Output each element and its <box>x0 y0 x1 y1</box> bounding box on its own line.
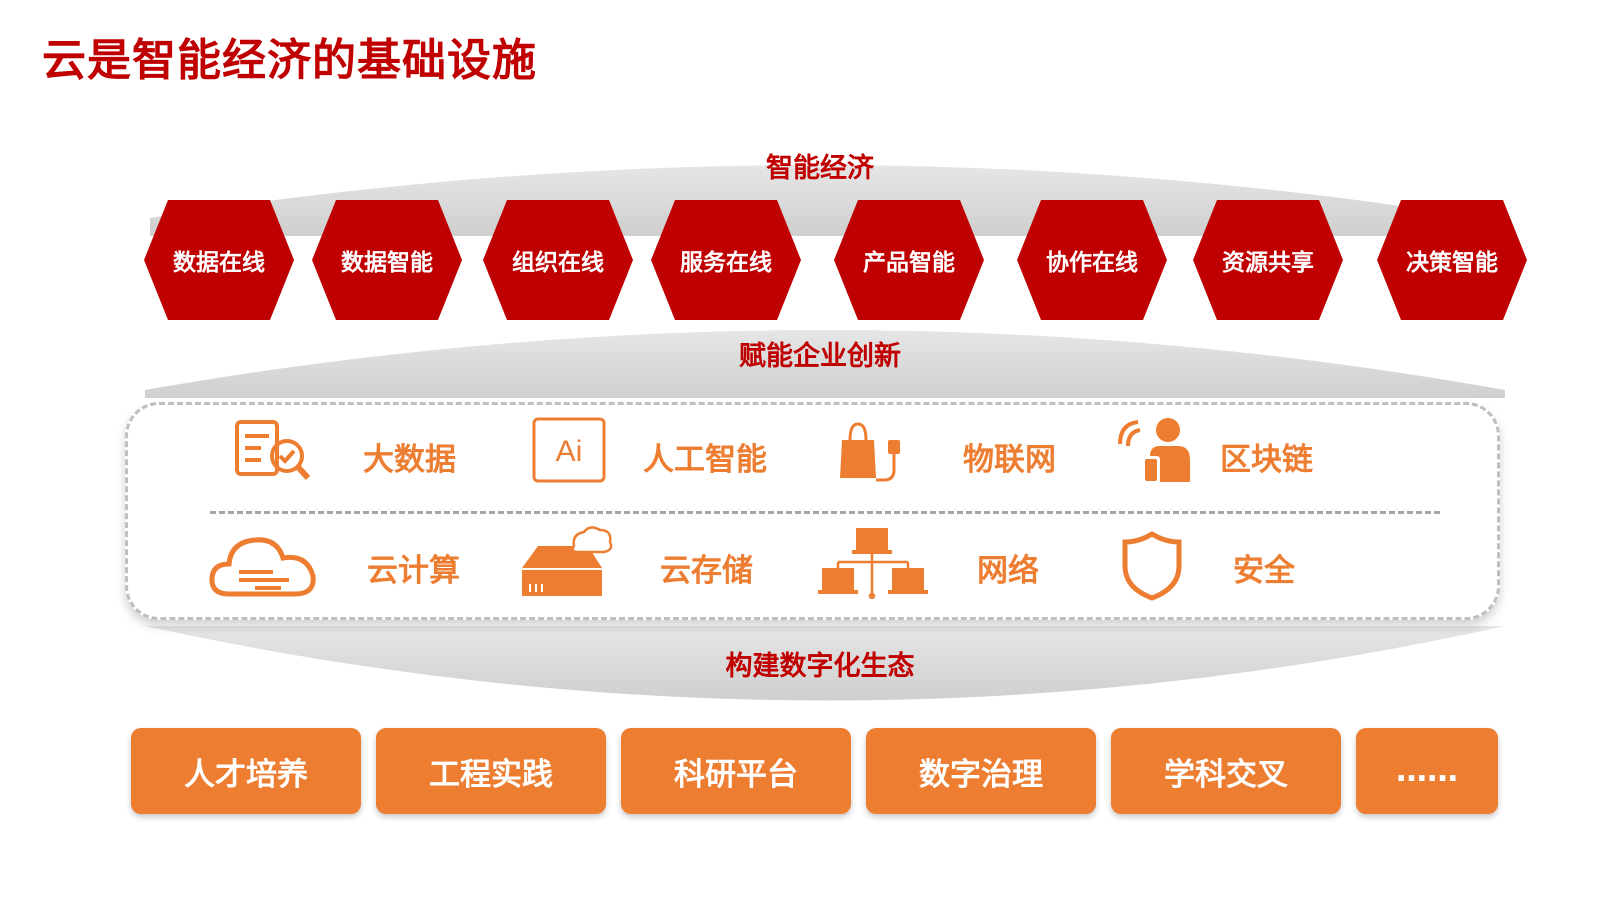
iot-icon <box>840 422 900 482</box>
hex-item-3: 组织在线 <box>483 200 633 320</box>
cloud-computing-icon <box>209 537 316 597</box>
svg-text:Ai: Ai <box>556 435 583 468</box>
middle-band <box>145 330 1505 398</box>
layer-label-enterprise-innovation: 赋能企业创新 <box>739 341 901 372</box>
tech-label-ai: 人工智能 <box>643 442 767 478</box>
blockchain-icon <box>1118 418 1190 484</box>
network-icon <box>818 528 928 600</box>
hex-item-1: 数据在线 <box>144 200 294 320</box>
hex-item-4: 服务在线 <box>651 200 801 320</box>
eco-item-research: 科研平台 <box>621 728 851 814</box>
hex-item-7: 资源共享 <box>1193 200 1343 320</box>
hex-item-5: 产品智能 <box>834 200 984 320</box>
ai-icon: Ai <box>532 417 606 483</box>
hex-item-6: 协作在线 <box>1017 200 1167 320</box>
eco-item-engineering: 工程实践 <box>376 728 606 814</box>
hex-item-8: 决策智能 <box>1377 200 1527 320</box>
technology-divider <box>210 511 1440 514</box>
layer-label-digital-ecosystem: 构建数字化生态 <box>725 651 915 682</box>
cloud-storage-icon <box>522 526 613 596</box>
tech-label-network: 网络 <box>977 553 1039 589</box>
tech-label-iot: 物联网 <box>963 442 1056 478</box>
security-shield-icon <box>1122 531 1182 601</box>
eco-item-talent: 人才培养 <box>131 728 361 814</box>
eco-item-interdisciplinary: 学科交叉 <box>1111 728 1341 814</box>
tech-label-big-data: 大数据 <box>363 442 456 478</box>
tech-label-blockchain: 区块链 <box>1220 442 1313 478</box>
eco-item-governance: 数字治理 <box>866 728 1096 814</box>
tech-label-security: 安全 <box>1233 553 1295 589</box>
big-data-icon <box>235 420 311 481</box>
bottom-band <box>145 626 1505 701</box>
page-title: 云是智能经济的基础设施 <box>42 35 537 86</box>
tech-label-cloud-computing: 云计算 <box>367 553 460 589</box>
layer-label-smart-economy: 智能经济 <box>766 153 874 184</box>
hex-item-2: 数据智能 <box>312 200 462 320</box>
eco-item-more: …… <box>1356 728 1498 814</box>
tech-label-cloud-storage: 云存储 <box>660 553 753 589</box>
